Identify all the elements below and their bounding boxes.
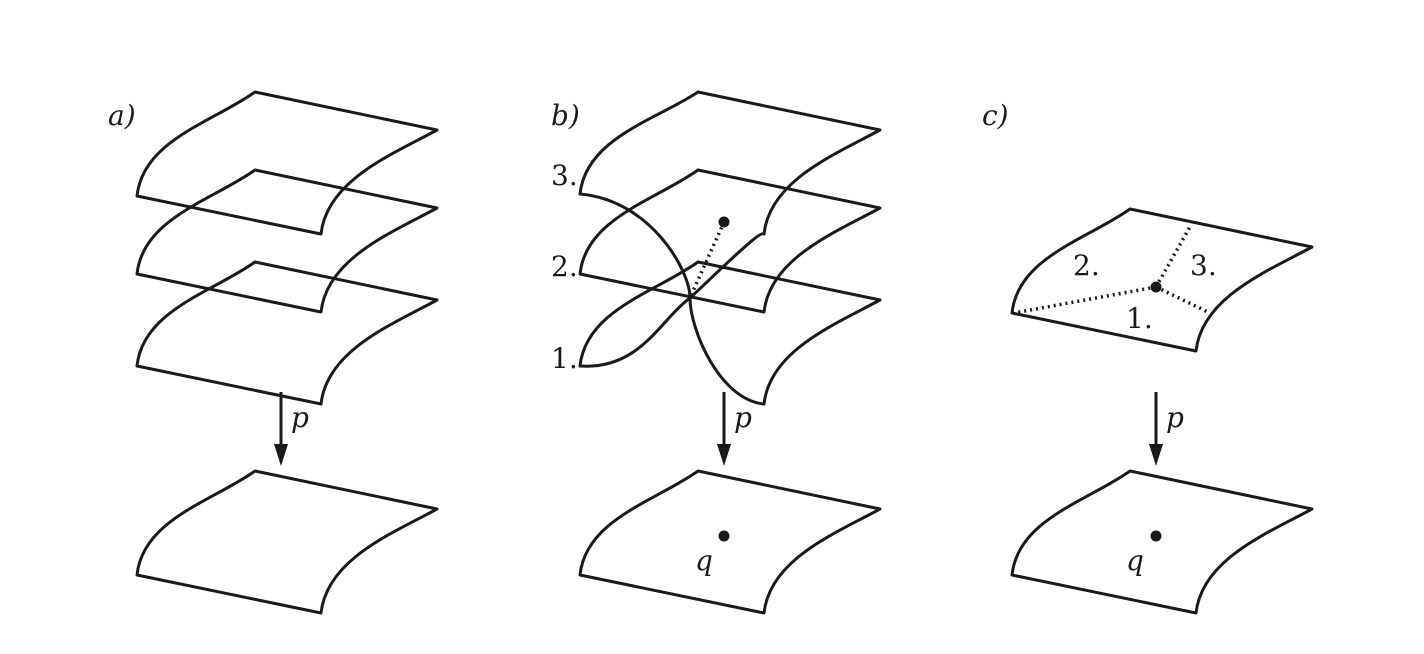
panel-b-label: b) [551,99,580,132]
panel-c: c) 2. 3. 1. p q [982,99,1314,615]
panel-b-crossing-sheet-1 [578,232,766,368]
panel-c-cut-top [1154,224,1193,288]
panel-b-branch-point [718,216,730,228]
panel-b-map-label: p [734,401,752,434]
panel-c-base-sheet [1010,469,1314,615]
panel-a: a) p [108,90,439,615]
panel-b-sheet-2-edges [578,168,882,314]
panel-a-map-label: p [291,401,309,434]
panel-b-branch-cut [688,221,726,299]
panel-a-label: a) [108,99,136,132]
panel-c-map-label: p [1166,401,1184,434]
panel-c-point-label: q [1126,544,1144,577]
panel-c-cut-right [1155,285,1211,315]
panel-c-map-arrow-head [1149,444,1163,466]
panel-b-base-sheet [578,469,882,615]
panel-c-branch-point [1150,281,1162,293]
panel-b: b) 3. 2. 1. p q [551,90,882,615]
panel-c-sheet [1010,207,1314,353]
panel-b-sheet-label-2: 2. [551,250,578,283]
panel-b-point-label: q [695,544,713,577]
panel-c-region-label-3: 3. [1190,249,1217,282]
panel-c-cut-left [1013,285,1157,315]
panel-c-label: c) [982,99,1009,132]
panel-b-sheet-label-1: 1. [551,342,578,375]
panel-c-base-point [1150,530,1162,542]
panel-c-region-label-1: 1. [1126,302,1153,335]
panel-a-base-sheet [135,469,439,615]
panel-a-map-arrow-head [274,444,288,466]
panel-b-map-arrow-head [717,444,731,466]
panel-b-sheet-label-3: 3. [551,159,578,192]
panel-c-region-label-2: 2. [1073,249,1100,282]
panel-b-base-point [718,530,730,542]
panel-b-sheet-3-edges [578,90,882,236]
